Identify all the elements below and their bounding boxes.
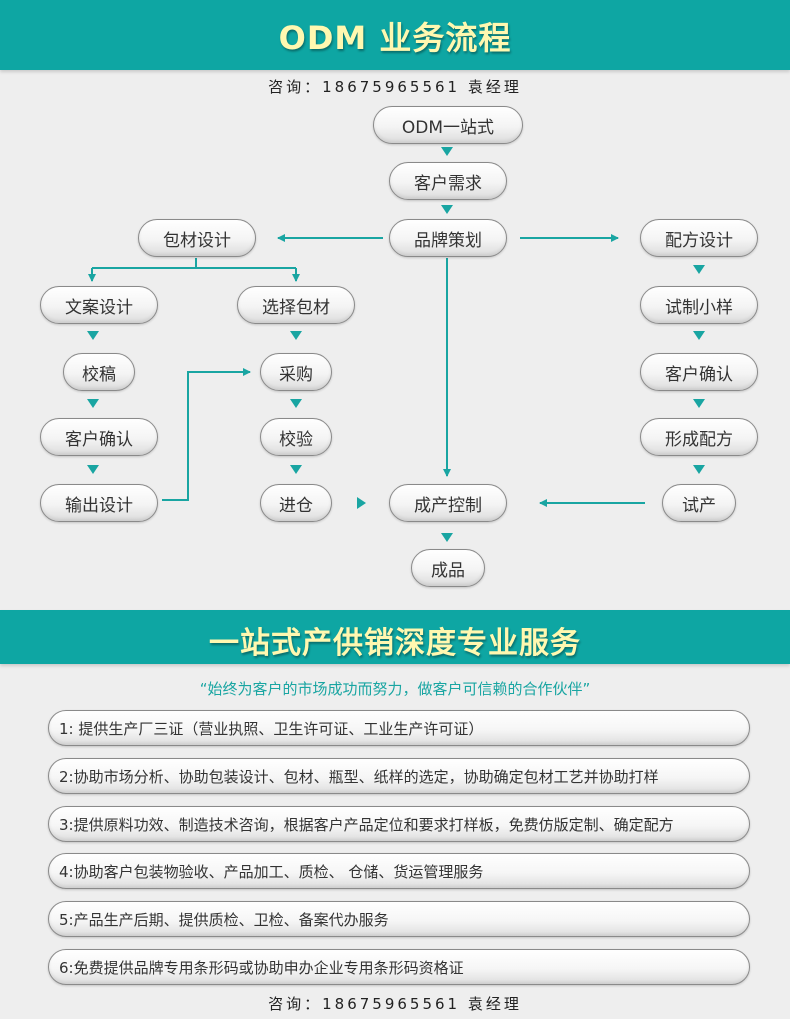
node-confirm-formula: 客户确认 (640, 353, 758, 391)
node-purchase: 采购 (260, 353, 332, 391)
service-item-6: 6:免费提供品牌专用条形码或协助申办企业专用条形码资格证 (48, 949, 750, 985)
node-form-formula: 形成配方 (640, 418, 758, 456)
tri-formula-sample (693, 265, 705, 274)
node-odm: ODM一站式 (373, 106, 523, 144)
flow-connectors (87, 147, 705, 542)
page-title: ODM 业务流程 (278, 19, 512, 57)
arrow-output-to-purchase (162, 368, 251, 501)
node-select-pack: 选择包材 (237, 286, 355, 324)
tri-warehouse-control (357, 497, 366, 509)
tri-control-product (441, 533, 453, 542)
tri-confirm-form (693, 399, 705, 408)
node-formula: 配方设计 (640, 219, 758, 257)
node-product: 成品 (411, 549, 485, 587)
node-draft: 校稿 (63, 353, 135, 391)
tri-form-trial (693, 465, 705, 474)
node-trial: 试产 (662, 484, 736, 522)
tri-inspect-warehouse (290, 465, 302, 474)
node-brand: 品牌策划 (389, 219, 507, 257)
tri-select-purchase (290, 331, 302, 340)
node-output: 输出设计 (40, 484, 158, 522)
service-item-2: 2:协助市场分析、协助包装设计、包材、瓶型、纸样的选定，协助确定包材工艺并协助打… (48, 758, 750, 794)
services-banner: 一站式产供销深度专业服务 (0, 610, 790, 664)
tri-sample-confirm (693, 331, 705, 340)
consult-line-top: 咨询：18675965561 袁经理 (268, 78, 522, 96)
node-control: 成产控制 (389, 484, 507, 522)
tri-odm-demand (441, 147, 453, 156)
service-item-4: 4:协助客户包装物验收、产品加工、质检、 仓储、货运管理服务 (48, 853, 750, 889)
services-slogan: “始终为客户的市场成功而努力，做客户可信赖的合作伙伴” (199, 680, 591, 698)
tri-confirm-output (87, 465, 99, 474)
node-demand: 客户需求 (389, 162, 507, 200)
node-packaging: 包材设计 (138, 219, 256, 257)
node-warehouse: 进仓 (260, 484, 332, 522)
node-copy: 文案设计 (40, 286, 158, 324)
node-inspect: 校验 (260, 418, 332, 456)
tri-demand-brand (441, 205, 453, 214)
tri-purchase-inspect (290, 399, 302, 408)
node-confirm-copy: 客户确认 (40, 418, 158, 456)
services-title: 一站式产供销深度专业服务 (209, 626, 581, 661)
tri-copy-draft (87, 331, 99, 340)
consult-line-bottom: 咨询：18675965561 袁经理 (268, 995, 522, 1013)
service-item-5: 5:产品生产后期、提供质检、卫检、备案代办服务 (48, 901, 750, 937)
service-item-1: 1: 提供生产厂三证（营业执照、卫生许可证、工业生产许可证） (48, 710, 750, 746)
node-sample: 试制小样 (640, 286, 758, 324)
tri-draft-confirm (87, 399, 99, 408)
header-banner: ODM 业务流程 (0, 0, 790, 70)
service-item-3: 3:提供原料功效、制造技术咨询，根据客户产品定位和要求打样板，免费仿版定制、确定… (48, 806, 750, 842)
